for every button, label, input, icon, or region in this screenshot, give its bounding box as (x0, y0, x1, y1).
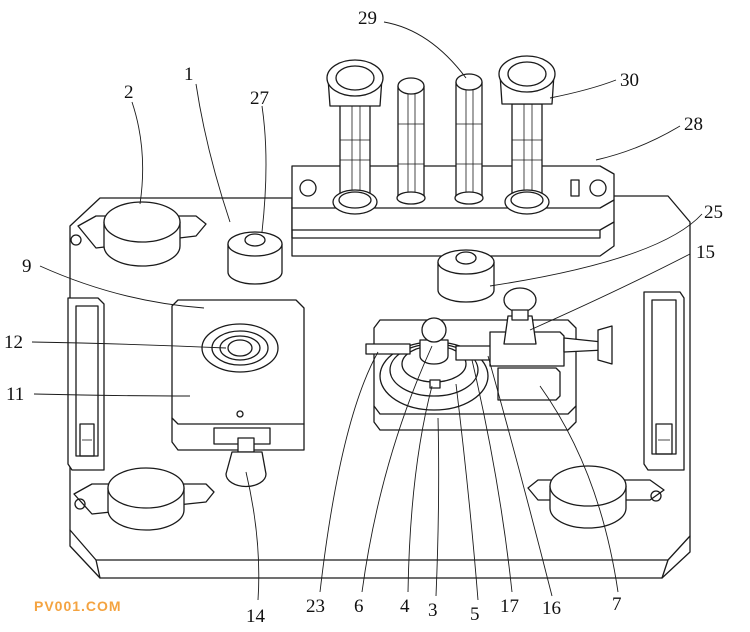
label-30: 30 (620, 70, 639, 91)
puck-25 (437, 249, 495, 303)
rail-left (67, 297, 105, 471)
label-6: 6 (354, 596, 364, 617)
cup-top-left (70, 201, 207, 267)
small-tube-left (396, 77, 426, 205)
label-1: 1 (184, 64, 194, 85)
label-14: 14 (246, 606, 266, 627)
label-16: 16 (542, 598, 561, 619)
label-4: 4 (400, 596, 410, 617)
label-12: 12 (4, 332, 23, 353)
rail-right (643, 291, 685, 471)
label-23: 23 (306, 596, 325, 617)
knob-14 (225, 437, 267, 488)
label-29: 29 (358, 8, 377, 29)
large-tube-right (498, 55, 556, 215)
cup-bottom-right (527, 465, 665, 529)
puck-27 (227, 231, 283, 285)
label-11: 11 (6, 384, 24, 405)
label-2: 2 (124, 82, 134, 103)
label-15: 15 (696, 242, 715, 263)
slider-assembly (489, 287, 613, 401)
cup-bottom-left (73, 467, 215, 531)
label-17: 17 (500, 596, 519, 617)
label-27: 27 (250, 88, 269, 109)
leader-lines (31, 21, 703, 601)
small-tube-right (454, 73, 484, 205)
module-11 (171, 299, 305, 451)
label-7: 7 (612, 594, 622, 615)
large-tube-left (326, 59, 384, 215)
label-5: 5 (470, 604, 480, 625)
label-9: 9 (22, 256, 32, 277)
watermark: PV001.COM (34, 598, 122, 614)
label-3: 3 (428, 600, 438, 621)
label-28: 28 (684, 114, 703, 135)
label-25: 25 (704, 202, 723, 223)
reference-numerals: 29 30 1 2 27 28 25 15 9 12 11 14 23 6 4 … (4, 8, 723, 627)
